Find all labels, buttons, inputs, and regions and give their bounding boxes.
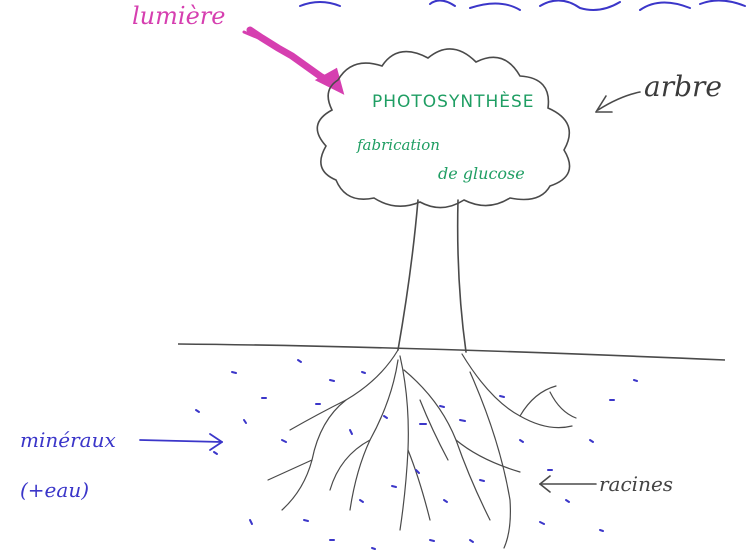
ground-line: [178, 344, 725, 360]
roots-pointer-arrow: [540, 476, 596, 492]
label-racines: racines: [599, 472, 673, 496]
label-arbre: arbre: [644, 70, 722, 103]
label-photosynthese: PHOTOSYNTHÈSE: [372, 92, 535, 112]
label-lumiere: lumière: [132, 2, 225, 30]
tree-pointer-arrow: [596, 92, 640, 112]
label-fabrication: fabrication: [357, 136, 440, 154]
label-eau: (+eau): [20, 478, 89, 502]
tree-crown-cloud: [317, 49, 569, 208]
mineral-dots: [196, 360, 637, 549]
label-glucose: de glucose: [438, 164, 525, 183]
title-partial-strokes: [300, 0, 745, 10]
minerals-arrow: [140, 434, 222, 450]
label-mineraux: minéraux: [20, 428, 116, 452]
tree-trunk: [398, 200, 466, 352]
roots: [268, 350, 576, 548]
light-arrow: [244, 30, 342, 92]
